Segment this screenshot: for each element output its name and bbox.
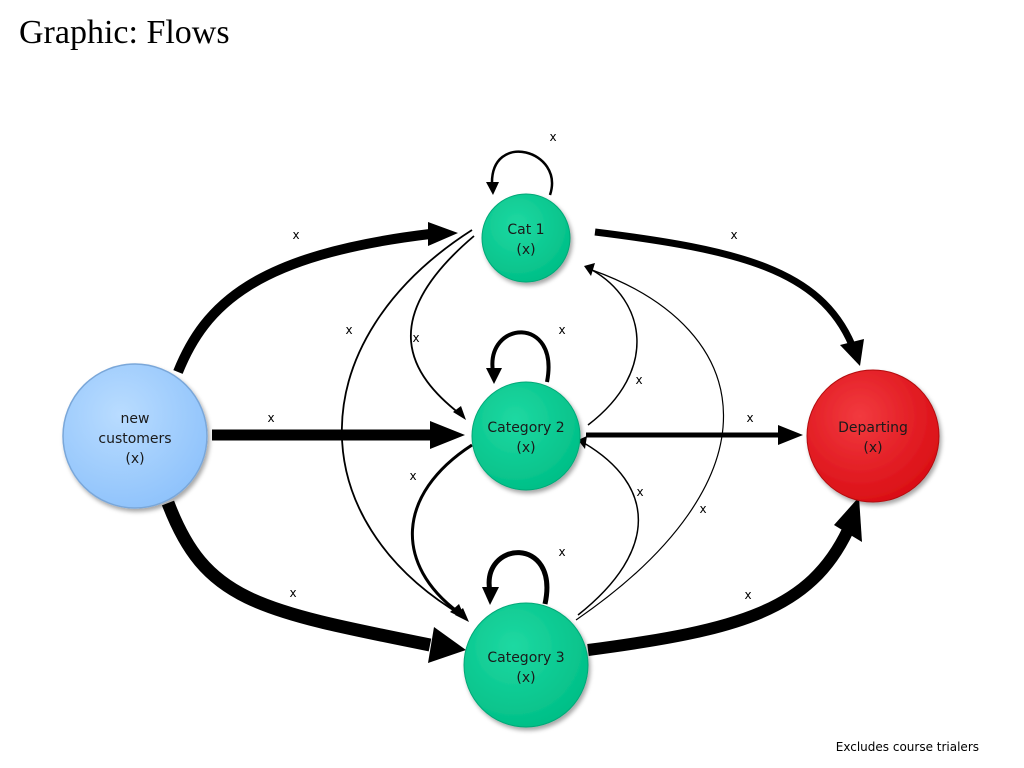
node-cat3-line1: Category 3: [487, 650, 564, 666]
label-cat1-to-departing: x: [730, 228, 737, 242]
node-new-customers: new customers (x): [62, 363, 208, 509]
edge-cat1-to-cat3: [340, 229, 473, 622]
node-departing: Departing (x): [806, 369, 940, 503]
label-cat1-to-cat3: x: [345, 323, 352, 337]
edge-cat3-to-departing: [587, 497, 862, 656]
node-cat3-line2: (x): [516, 670, 535, 686]
page-title: Graphic: Flows: [19, 14, 230, 51]
label-cat3-self: x: [558, 545, 565, 559]
label-cat2-to-departing: x: [746, 411, 753, 425]
edge-cat3-to-cat1: [575, 269, 724, 621]
edge-cat3-to-cat2: [577, 436, 640, 616]
node-new-customers-line3: (x): [125, 451, 144, 467]
node-cat2: Category 2 (x): [471, 381, 581, 491]
label-cat2-to-cat1: x: [635, 373, 642, 387]
label-cat3-to-cat1: x: [699, 502, 706, 516]
edge-cat1-to-cat2: [409, 235, 475, 420]
edge-cat1-self: [486, 150, 554, 196]
edge-new-to-cat2: [212, 421, 465, 449]
label-cat2-to-cat3: x: [409, 469, 416, 483]
label-new-to-cat3: x: [289, 586, 296, 600]
edge-cat2-to-cat3: [411, 443, 473, 620]
node-cat1-line2: (x): [516, 242, 535, 258]
label-new-to-cat1: x: [292, 228, 299, 242]
label-cat2-self: x: [558, 323, 565, 337]
node-cat1-line1: Cat 1: [507, 222, 544, 238]
label-new-to-cat2: x: [267, 411, 274, 425]
node-new-customers-line1: new: [121, 411, 150, 427]
node-departing-line1: Departing: [838, 420, 908, 436]
edge-cat2-self: [486, 330, 551, 384]
edge-cat2-to-departing: [586, 425, 803, 445]
edge-new-to-cat1: [173, 222, 458, 374]
footnote: Excludes course trialers: [835, 740, 979, 754]
label-cat3-to-cat2: x: [636, 485, 643, 499]
node-cat3: Category 3 (x): [463, 602, 589, 728]
node-departing-line2: (x): [863, 440, 882, 456]
label-cat1-self: x: [549, 130, 556, 144]
label-cat1-to-cat2: x: [412, 331, 419, 345]
edge-new-to-cat3: [161, 500, 466, 663]
label-cat3-to-departing: x: [744, 588, 751, 602]
edge-cat3-self: [482, 550, 550, 605]
node-cat2-line2: (x): [516, 440, 535, 456]
node-cat1: Cat 1 (x): [481, 193, 571, 283]
edge-cat2-to-cat1: [584, 263, 638, 426]
node-new-customers-line2: customers: [98, 431, 171, 447]
edge-cat1-to-departing: [594, 228, 864, 366]
node-cat2-line1: Category 2: [487, 420, 564, 436]
